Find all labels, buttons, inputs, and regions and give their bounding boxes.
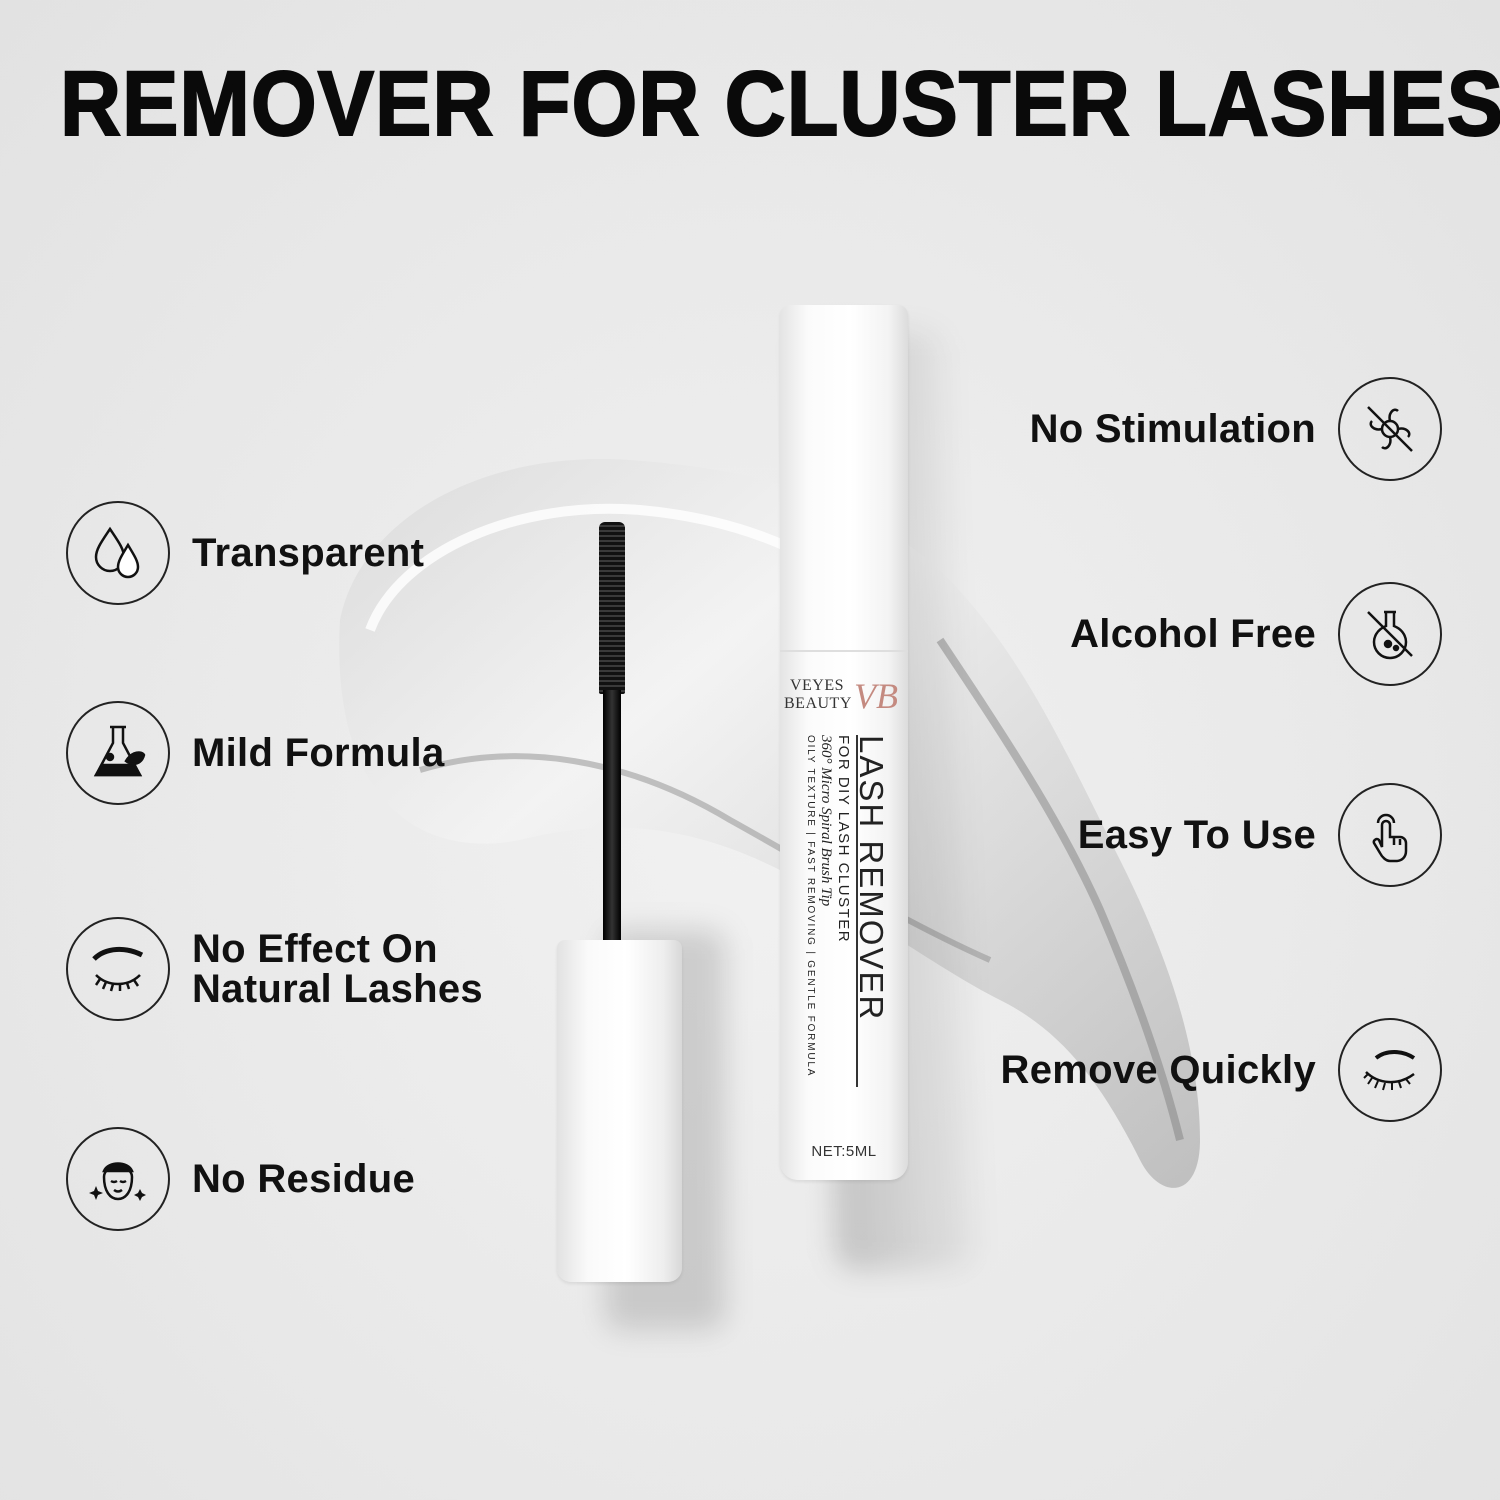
feature-label: No Stimulation	[1029, 407, 1316, 451]
eye-brow-icon	[66, 917, 170, 1021]
finger-tap-icon	[1338, 783, 1442, 887]
brand-name: VEYES BEAUTY	[784, 677, 852, 713]
feature-label-line-2: Natural Lashes	[192, 967, 483, 1011]
product-small-line: OILY TEXTURE | FAST REMOVING | GENTLE FO…	[805, 735, 816, 1078]
no-irritation-icon	[1338, 377, 1442, 481]
feature-label: Transparent	[192, 531, 425, 575]
feature-no-residue: No Residue	[66, 1127, 415, 1231]
eyelash-icon	[1338, 1018, 1442, 1122]
feature-mild-formula: Mild Formula	[66, 701, 445, 805]
feature-label: Alcohol Free	[1070, 612, 1316, 656]
no-alcohol-flask-icon	[1338, 582, 1442, 686]
feature-no-effect-natural-lashes: No Effect On Natural Lashes	[66, 917, 483, 1021]
product-script-line: 360° Micro Spiral Brush Tip	[818, 735, 834, 907]
feature-label: Easy To Use	[1077, 813, 1316, 857]
brand-monogram: VB	[854, 676, 898, 716]
flask-leaf-icon	[66, 701, 170, 805]
feature-label: No Residue	[192, 1157, 416, 1201]
feature-easy-to-use: Easy To Use	[1078, 783, 1442, 887]
product-title: LASH REMOVER	[853, 735, 890, 1022]
feature-transparent: Transparent	[66, 501, 424, 605]
feature-alcohol-free: Alcohol Free	[1070, 582, 1442, 686]
net-volume: NET:5ML	[811, 1143, 877, 1160]
water-drops-icon	[66, 501, 170, 605]
feature-label: Remove Quickly	[1000, 1048, 1316, 1092]
feature-no-stimulation: No Stimulation	[1030, 377, 1442, 481]
feature-remove-quickly: Remove Quickly	[1001, 1018, 1442, 1122]
product-subtitle: FOR DIY LASH CLUSTER	[835, 735, 852, 944]
brand-line-1: VEYES	[789, 677, 845, 694]
brand-line-2: BEAUTY	[784, 695, 852, 712]
spiral-brush-tip	[599, 522, 625, 694]
cap-seam	[780, 650, 908, 652]
wand-cap	[557, 940, 682, 1282]
feature-label: No Effect On Natural Lashes	[192, 929, 483, 1009]
brush-stem	[603, 690, 621, 950]
face-sparkle-icon	[66, 1127, 170, 1231]
lash-remover-tube: VEYES BEAUTY VB LASH REMOVER FOR DIY LAS…	[780, 305, 908, 1180]
headline: REMOVER FOR CLUSTER LASHES	[59, 53, 1500, 155]
label-divider	[856, 735, 858, 1087]
feature-label: Mild Formula	[192, 731, 445, 775]
feature-label-line-1: No Effect On	[192, 927, 438, 971]
